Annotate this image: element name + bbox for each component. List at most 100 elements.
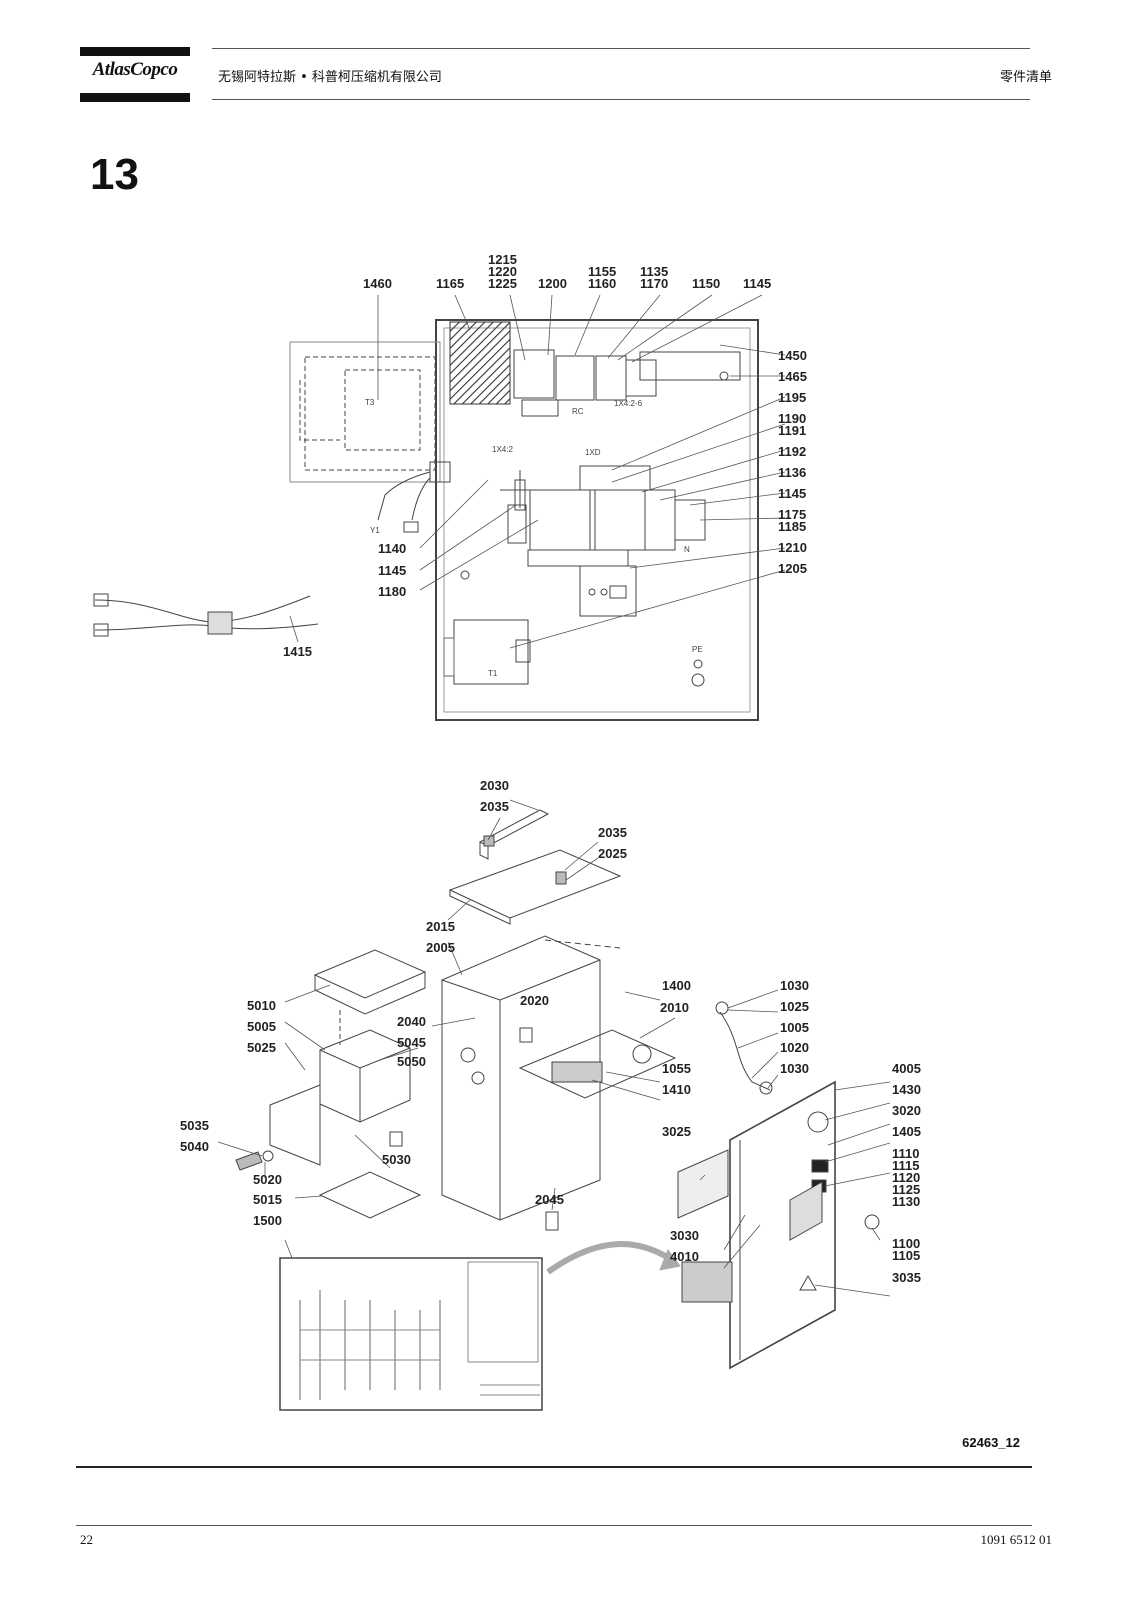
callout: 1030 xyxy=(780,1061,809,1076)
pe-terminal xyxy=(693,659,703,669)
callout: 1200 xyxy=(538,276,567,291)
tray-5015 xyxy=(318,1171,422,1219)
callout: 1110 xyxy=(892,1146,920,1161)
text-n: N xyxy=(684,545,690,554)
text-t3: T3 xyxy=(365,398,375,407)
t3-dashed-2 xyxy=(344,369,421,451)
callout: 1205 xyxy=(778,561,807,576)
callout: 3030 xyxy=(670,1228,699,1243)
callout: 2045 xyxy=(535,1192,564,1207)
callout: 1195 xyxy=(778,390,806,405)
callout: 5030 xyxy=(382,1152,411,1167)
footer-rule-top xyxy=(76,1466,1032,1468)
decal-3025 xyxy=(677,1149,729,1219)
warning-triangle-3035 xyxy=(799,1274,817,1291)
atlas-copco-logo: AtlasCopco xyxy=(80,47,190,103)
callout: 4005 xyxy=(892,1061,921,1076)
relay-block-3 xyxy=(644,489,676,551)
figure-1-panel xyxy=(93,319,759,721)
callout: 2030 xyxy=(480,778,509,793)
header-rule-bottom xyxy=(212,99,1030,100)
callout: 1405 xyxy=(892,1124,921,1139)
figure-2-callouts: 2030 2035 2035 2025 2015 2005 5010 5005 … xyxy=(180,778,921,1285)
callout: 1400 xyxy=(662,978,691,993)
screw-5040 xyxy=(235,1151,263,1171)
relay-block-1 xyxy=(529,489,591,551)
callout: 1225 xyxy=(488,276,517,291)
callout: 1005 xyxy=(780,1020,809,1035)
callout: 1025 xyxy=(780,999,809,1014)
main-frame-2005 xyxy=(441,935,601,1221)
callout: 1030 xyxy=(780,978,809,993)
document-number: 1091 6512 01 xyxy=(980,1532,1053,1547)
section-number: 13 xyxy=(90,150,139,199)
callout: 1430 xyxy=(892,1082,921,1097)
part-5030 xyxy=(389,1131,403,1147)
cable-1005 xyxy=(719,1011,771,1091)
callout: 2035 xyxy=(480,799,509,814)
callout: 1190 xyxy=(778,411,806,426)
callout: 5005 xyxy=(247,1019,276,1034)
callout: 5045 xyxy=(397,1035,426,1050)
decal-3030 xyxy=(681,1261,733,1303)
relay-block-2 xyxy=(594,489,646,551)
callout: 2020 xyxy=(520,993,549,1008)
company-name: 无锡阿特拉斯 • 科普柯压缩机有限公司 xyxy=(218,70,442,85)
part-2045 xyxy=(545,1211,559,1231)
callout: 5010 xyxy=(247,998,276,1013)
text-1x4-2-6: 1X4:2-6 xyxy=(614,399,643,408)
callout: 1136 xyxy=(778,465,806,480)
page-number: 22 xyxy=(80,1532,93,1547)
text-y1: Y1 xyxy=(370,526,380,535)
wiring-diagram-1500 xyxy=(279,1257,543,1411)
callout: 3020 xyxy=(892,1103,921,1118)
contactor-2 xyxy=(555,355,595,401)
callout: 1145 xyxy=(378,563,406,578)
callout: 1135 xyxy=(640,264,668,279)
callout: 1415 xyxy=(283,644,312,659)
callout: 1105 xyxy=(892,1248,920,1263)
callout: 2015 xyxy=(426,919,455,934)
contactor-4 xyxy=(625,359,657,397)
logo-bar-bottom xyxy=(80,93,190,102)
door-4005 xyxy=(729,1080,836,1370)
panel-inner xyxy=(443,327,751,713)
callout: 1191 xyxy=(778,423,806,438)
callout: 5025 xyxy=(247,1040,276,1055)
shelf-2010 xyxy=(518,1029,677,1099)
header-rule-top xyxy=(212,48,1030,49)
logo-wordmark: AtlasCopco xyxy=(92,59,178,80)
cable-2 xyxy=(411,477,431,521)
callout: 1180 xyxy=(378,584,406,599)
callout: 5050 xyxy=(397,1054,426,1069)
callout: 1220 xyxy=(488,264,517,279)
contactor-3 xyxy=(595,355,627,401)
callout: 1192 xyxy=(778,444,806,459)
logo-bar-top xyxy=(80,47,190,56)
cable-connector xyxy=(207,611,233,635)
callout: 1120 xyxy=(892,1170,920,1185)
part-2020 xyxy=(519,1027,533,1043)
t3-dashed-1 xyxy=(304,356,436,471)
callout: 1410 xyxy=(662,1082,691,1097)
din-rail-1450 xyxy=(639,351,741,381)
callout: 1155 xyxy=(588,264,616,279)
label-4010 xyxy=(789,1181,823,1241)
callout: 2040 xyxy=(397,1014,426,1029)
callout: 1125 xyxy=(892,1182,920,1197)
callout: 1160 xyxy=(588,276,616,291)
text-1x4-2: 1X4:2 xyxy=(492,445,513,454)
callout: 1145 xyxy=(778,486,806,501)
callout: 1055 xyxy=(662,1061,691,1076)
callout: 1460 xyxy=(363,276,392,291)
callout: 5035 xyxy=(180,1118,209,1133)
callout: 1450 xyxy=(778,348,807,363)
contactor-1 xyxy=(513,349,555,399)
cable-y1 xyxy=(377,471,431,521)
callout: 2005 xyxy=(426,940,455,955)
callout: 2010 xyxy=(660,1000,689,1015)
figure-1-leaders xyxy=(289,294,786,649)
callout: 2025 xyxy=(598,846,627,861)
callout: 1100 xyxy=(892,1236,920,1251)
callout: 4010 xyxy=(670,1249,699,1264)
